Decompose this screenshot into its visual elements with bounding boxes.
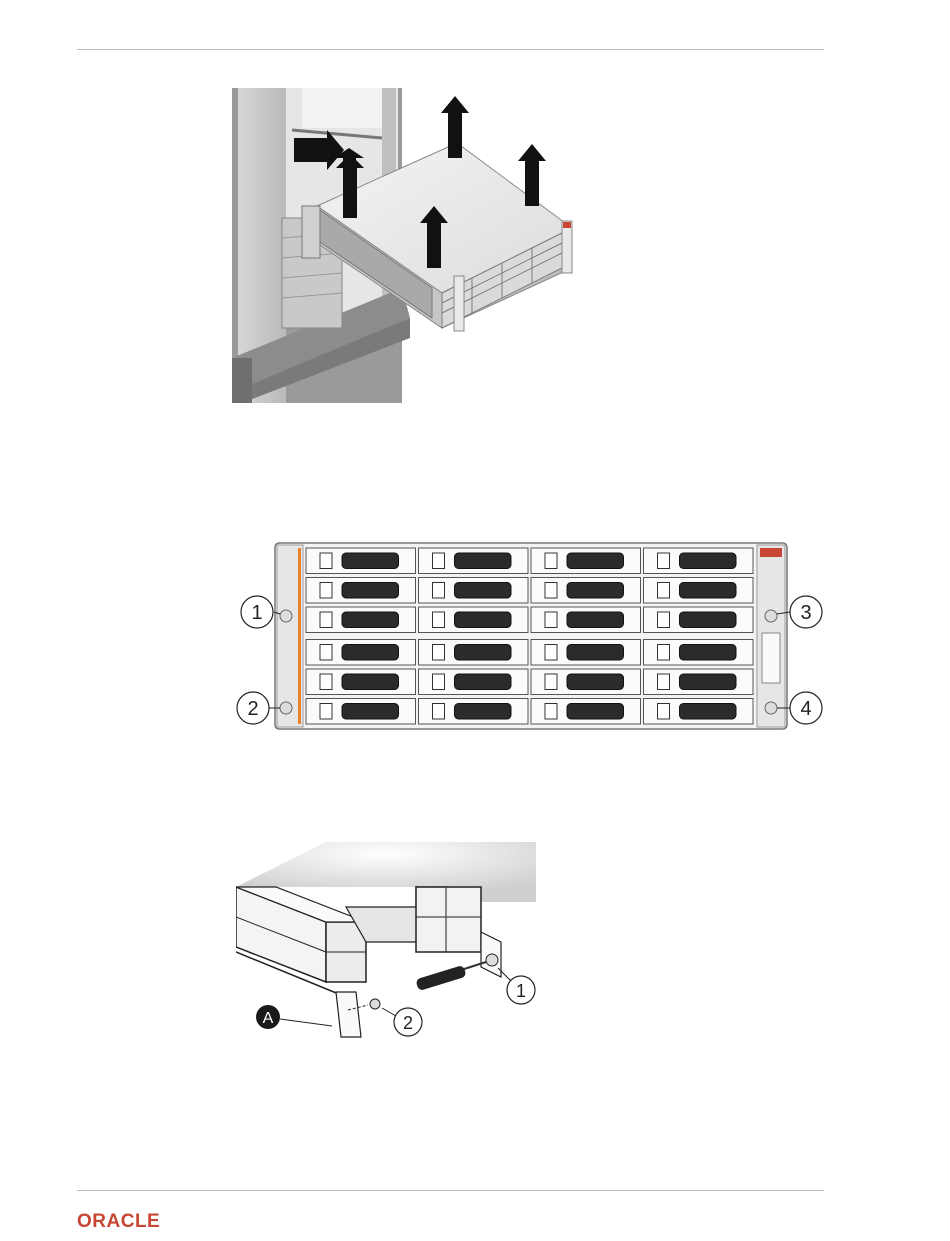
drive-bay: [644, 699, 754, 725]
screw-3: [765, 610, 777, 622]
arrow-shaft-left: [343, 163, 357, 218]
drive-bay: [531, 607, 641, 633]
drive-bay: [644, 607, 754, 633]
callout-1: 1: [251, 602, 262, 624]
screw-1: [280, 610, 292, 622]
callout-2: 2: [247, 698, 258, 720]
drive-bay: [531, 640, 641, 666]
screw-2: [280, 702, 292, 714]
drive-bay: [419, 548, 529, 574]
drive-bay: [419, 669, 529, 695]
drive-bay: [531, 699, 641, 725]
drive-bay: [306, 699, 416, 725]
drive-bay: [531, 548, 641, 574]
rail-callout-1: 1: [516, 981, 526, 1001]
drive-bay: [419, 578, 529, 604]
oracle-logo-text: ORACLE: [77, 1211, 160, 1230]
callout-3: 3: [800, 602, 811, 624]
drive-bay: [419, 607, 529, 633]
shelf-front-view: 1 2 3 4: [230, 538, 830, 734]
rail-screw-2: [370, 999, 380, 1009]
rack-removal-illustration: [232, 88, 592, 403]
rail-bracket-detail: 1 2 A: [236, 842, 536, 1042]
screwdriver-icon: [415, 962, 486, 991]
drive-bay: [419, 640, 529, 666]
drive-bay: [531, 669, 641, 695]
callout-4: 4: [800, 698, 811, 720]
drive-bay: [644, 640, 754, 666]
screw-4: [765, 702, 777, 714]
drive-bay: [306, 640, 416, 666]
header-rule: [77, 49, 824, 50]
drive-bay: [644, 669, 754, 695]
drive-bay: [644, 548, 754, 574]
drive-bay: [644, 578, 754, 604]
footer-rule: [77, 1190, 824, 1191]
drive-bay: [419, 699, 529, 725]
drive-bay: [306, 669, 416, 695]
oracle-logo: ORACLE: [77, 1210, 182, 1230]
rail-screw-1: [486, 954, 498, 966]
drive-bay: [306, 578, 416, 604]
drive-bay: [531, 578, 641, 604]
drive-bay: [306, 548, 416, 574]
drive-bay: [306, 607, 416, 633]
letter-callout-a: A: [263, 1010, 274, 1027]
rail-callout-2: 2: [403, 1013, 413, 1033]
